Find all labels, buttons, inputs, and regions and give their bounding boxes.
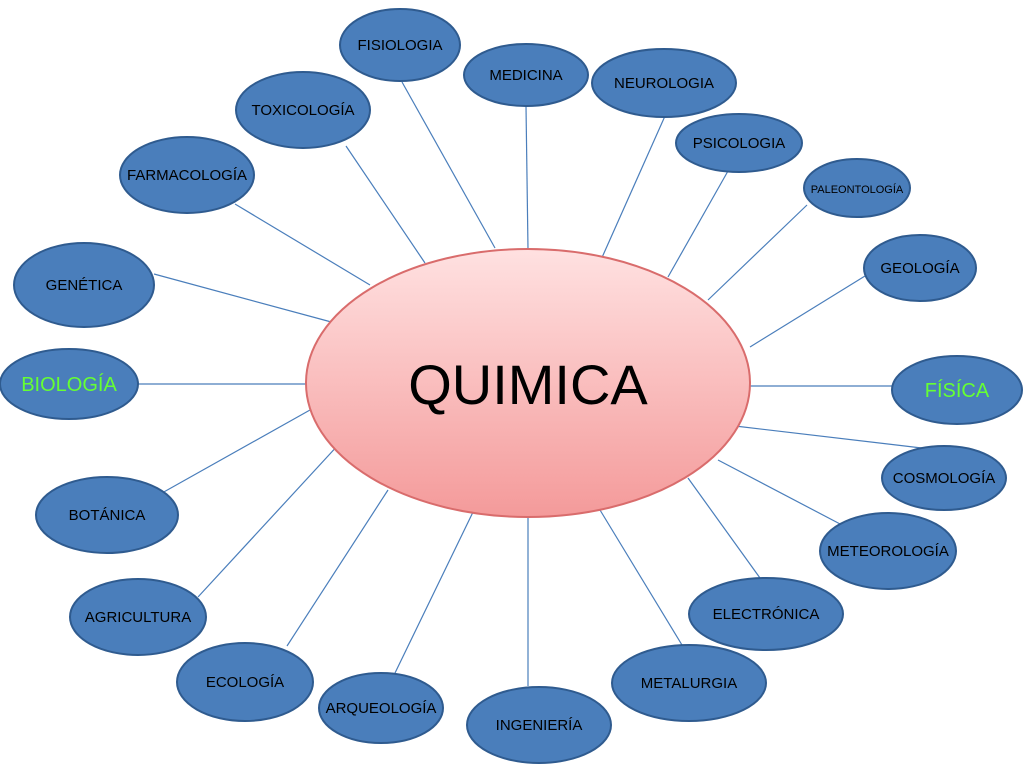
node-fisiologia: FISIOLOGIA xyxy=(339,8,461,82)
node-arqueologia: ARQUEOLOGÍA xyxy=(318,672,444,744)
connector-botanica xyxy=(161,409,311,494)
node-ingenieria: INGENIERÍA xyxy=(466,686,612,764)
node-ellipse-fisica xyxy=(891,355,1023,425)
node-ellipse-cosmologia xyxy=(881,445,1007,511)
node-ellipse-arqueologia xyxy=(318,672,444,744)
node-ellipse-biologia xyxy=(0,348,139,420)
node-ellipse-paleontologia xyxy=(803,158,911,218)
connector-psicologia xyxy=(667,170,729,278)
connector-neurologia xyxy=(599,115,666,263)
node-ellipse-agricultura xyxy=(69,578,207,656)
connector-fisiologia xyxy=(401,81,496,249)
node-label-biologia: BIOLOGÍA xyxy=(21,373,117,396)
node-label-genetica: GENÉTICA xyxy=(46,277,123,294)
node-ellipse-genetica xyxy=(13,242,155,328)
node-label-neurologia: NEUROLOGIA xyxy=(614,75,714,92)
connector-meteorologia xyxy=(717,459,843,526)
connector-genetica xyxy=(153,273,336,324)
node-ellipse-psicologia xyxy=(675,113,803,173)
node-neurologia: NEUROLOGIA xyxy=(591,48,737,118)
node-ellipse-metalurgia xyxy=(611,644,767,722)
topic-nodes: FISIOLOGIA MEDICINA NEUROLOGIA PSICOLOGIA PA… xyxy=(0,8,1023,764)
center-node: QUIMICA xyxy=(305,248,751,518)
node-label-farmacologia: FARMACOLOGÍA xyxy=(127,167,247,184)
node-ellipse-electronica xyxy=(688,577,844,651)
node-label-cosmologia: COSMOLOGÍA xyxy=(893,470,996,487)
node-agricultura: AGRICULTURA xyxy=(69,578,207,656)
connector-cosmologia xyxy=(734,425,931,450)
connector-arqueologia xyxy=(394,509,475,674)
node-ecologia: ECOLOGÍA xyxy=(176,642,314,722)
node-ellipse-farmacologia xyxy=(119,136,255,214)
connector-lines xyxy=(138,81,931,686)
node-label-geologia: GEOLOGÍA xyxy=(880,260,959,277)
node-paleontologia: PALEONTOLOGÍA xyxy=(803,158,911,218)
connector-ecologia xyxy=(286,489,389,647)
node-geologia: GEOLOGÍA xyxy=(863,234,977,302)
node-medicina: MEDICINA xyxy=(463,43,589,107)
node-ellipse-toxicologia xyxy=(235,71,371,149)
node-cosmologia: COSMOLOGÍA xyxy=(881,445,1007,511)
node-ellipse-botanica xyxy=(35,476,179,554)
node-toxicologia: TOXICOLOGÍA xyxy=(235,71,371,149)
node-metalurgia: METALURGIA xyxy=(611,644,767,722)
node-label-toxicologia: TOXICOLOGÍA xyxy=(251,102,354,119)
node-electronica: ELECTRÓNICA xyxy=(688,577,844,651)
node-label-meteorologia: METEOROLOGÍA xyxy=(827,543,949,560)
connector-farmacologia xyxy=(234,203,371,286)
connector-metalurgia xyxy=(599,509,683,646)
node-label-psicologia: PSICOLOGIA xyxy=(693,135,786,152)
node-genetica: GENÉTICA xyxy=(13,242,155,328)
node-label-agricultura: AGRICULTURA xyxy=(85,609,191,626)
node-label-ecologia: ECOLOGÍA xyxy=(206,674,284,691)
node-label-electronica: ELECTRÓNICA xyxy=(713,606,820,623)
node-label-medicina: MEDICINA xyxy=(489,67,562,84)
node-ellipse-medicina xyxy=(463,43,589,107)
node-label-ingenieria: INGENIERÍA xyxy=(496,717,583,734)
connector-electronica xyxy=(687,477,761,579)
center-ellipse xyxy=(305,248,751,518)
center-label: QUIMICA xyxy=(408,353,648,416)
node-botanica: BOTÁNICA xyxy=(35,476,179,554)
node-fisica: FÍSÍCA xyxy=(891,355,1023,425)
node-label-fisiologia: FISIOLOGIA xyxy=(357,37,442,54)
node-label-fisica: FÍSÍCA xyxy=(925,379,990,402)
node-ellipse-fisiologia xyxy=(339,8,461,82)
node-label-botanica: BOTÁNICA xyxy=(69,507,146,524)
node-meteorologia: METEOROLOGÍA xyxy=(819,512,957,590)
node-ellipse-ecologia xyxy=(176,642,314,722)
node-label-arqueologia: ARQUEOLOGÍA xyxy=(326,700,437,717)
node-biologia: BIOLOGÍA xyxy=(0,348,139,420)
node-label-metalurgia: METALURGIA xyxy=(641,675,737,692)
node-farmacologia: FARMACOLOGÍA xyxy=(119,136,255,214)
node-ellipse-ingenieria xyxy=(466,686,612,764)
connector-geologia xyxy=(749,275,866,348)
connector-agricultura xyxy=(197,442,341,598)
connector-medicina xyxy=(525,105,529,250)
node-ellipse-neurologia xyxy=(591,48,737,118)
node-ellipse-meteorologia xyxy=(819,512,957,590)
node-ellipse-geologia xyxy=(863,234,977,302)
node-label-paleontologia: PALEONTOLOGÍA xyxy=(811,183,904,196)
connector-toxicologia xyxy=(345,145,426,264)
node-psicologia: PSICOLOGIA xyxy=(675,113,803,173)
connector-paleontologia xyxy=(707,204,808,301)
